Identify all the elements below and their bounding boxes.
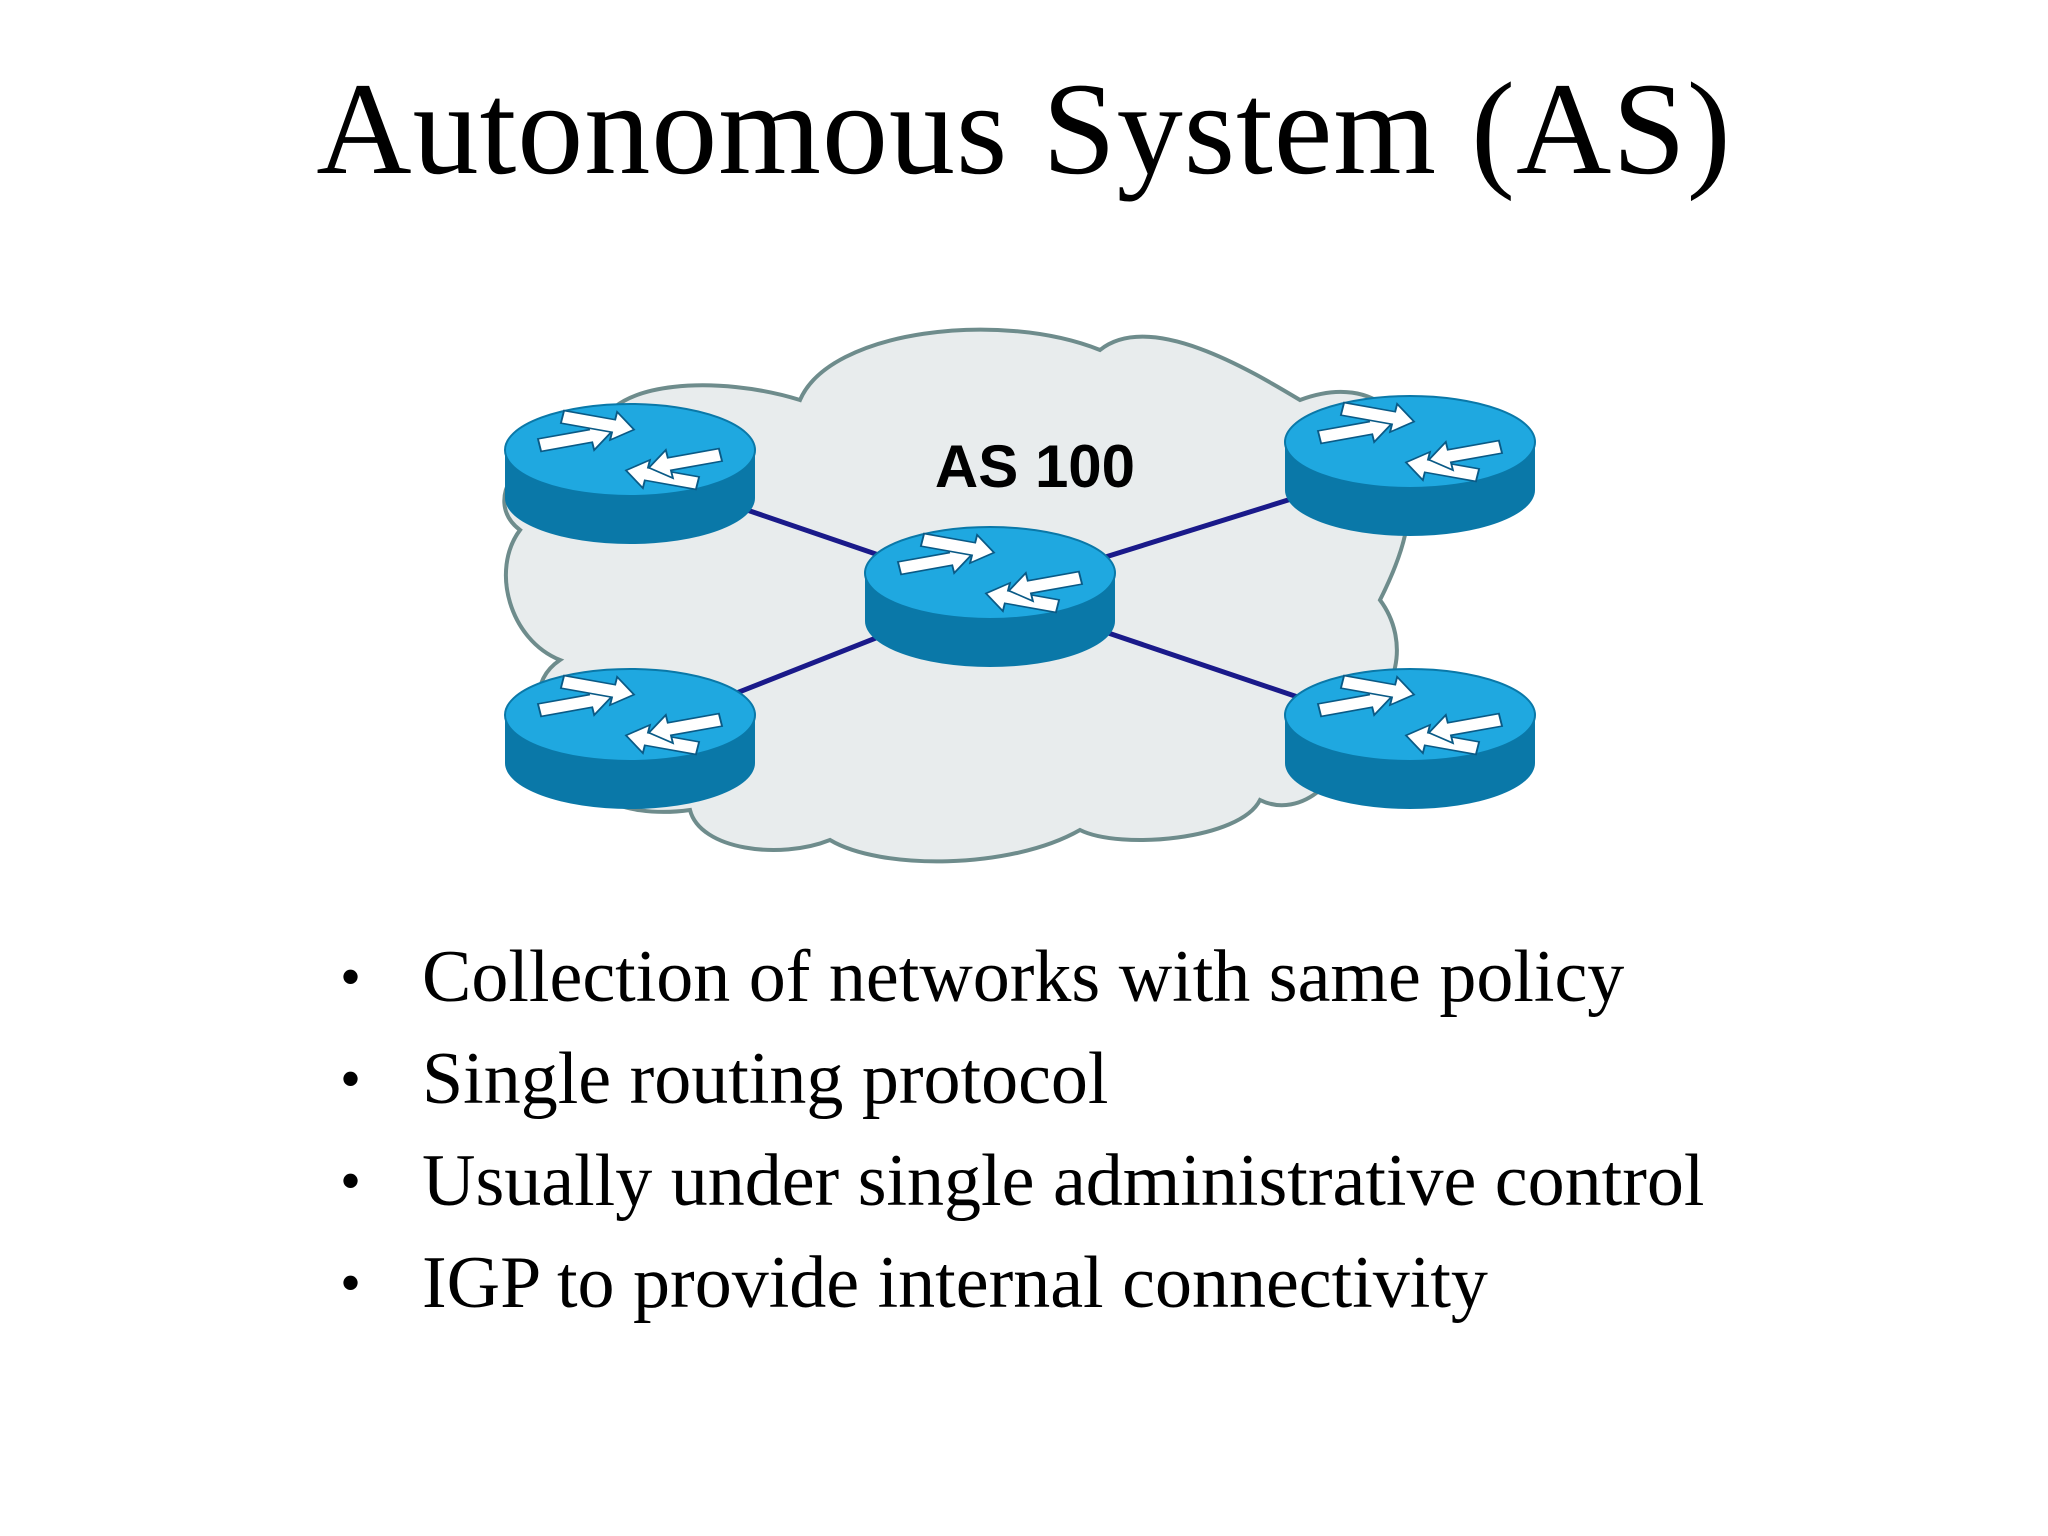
router-icon xyxy=(864,524,1116,667)
router-icon xyxy=(1284,393,1536,536)
routers xyxy=(504,393,1536,809)
router-icon xyxy=(504,666,756,809)
bullet-item: •Usually under single administrative con… xyxy=(340,1140,1705,1222)
slide-title: Autonomous System (AS) xyxy=(316,55,1732,202)
as-label: AS 100 xyxy=(935,433,1135,500)
bullet-list: •Collection of networks with same policy… xyxy=(340,926,1704,1334)
bullet-item: •Single routing protocol xyxy=(340,1038,1109,1120)
bullet-item: •IGP to provide internal connectivity xyxy=(340,1242,1488,1324)
bullet-item: •Collection of networks with same policy xyxy=(340,936,1625,1018)
router-icon xyxy=(504,401,756,544)
router-icon xyxy=(1284,666,1536,809)
